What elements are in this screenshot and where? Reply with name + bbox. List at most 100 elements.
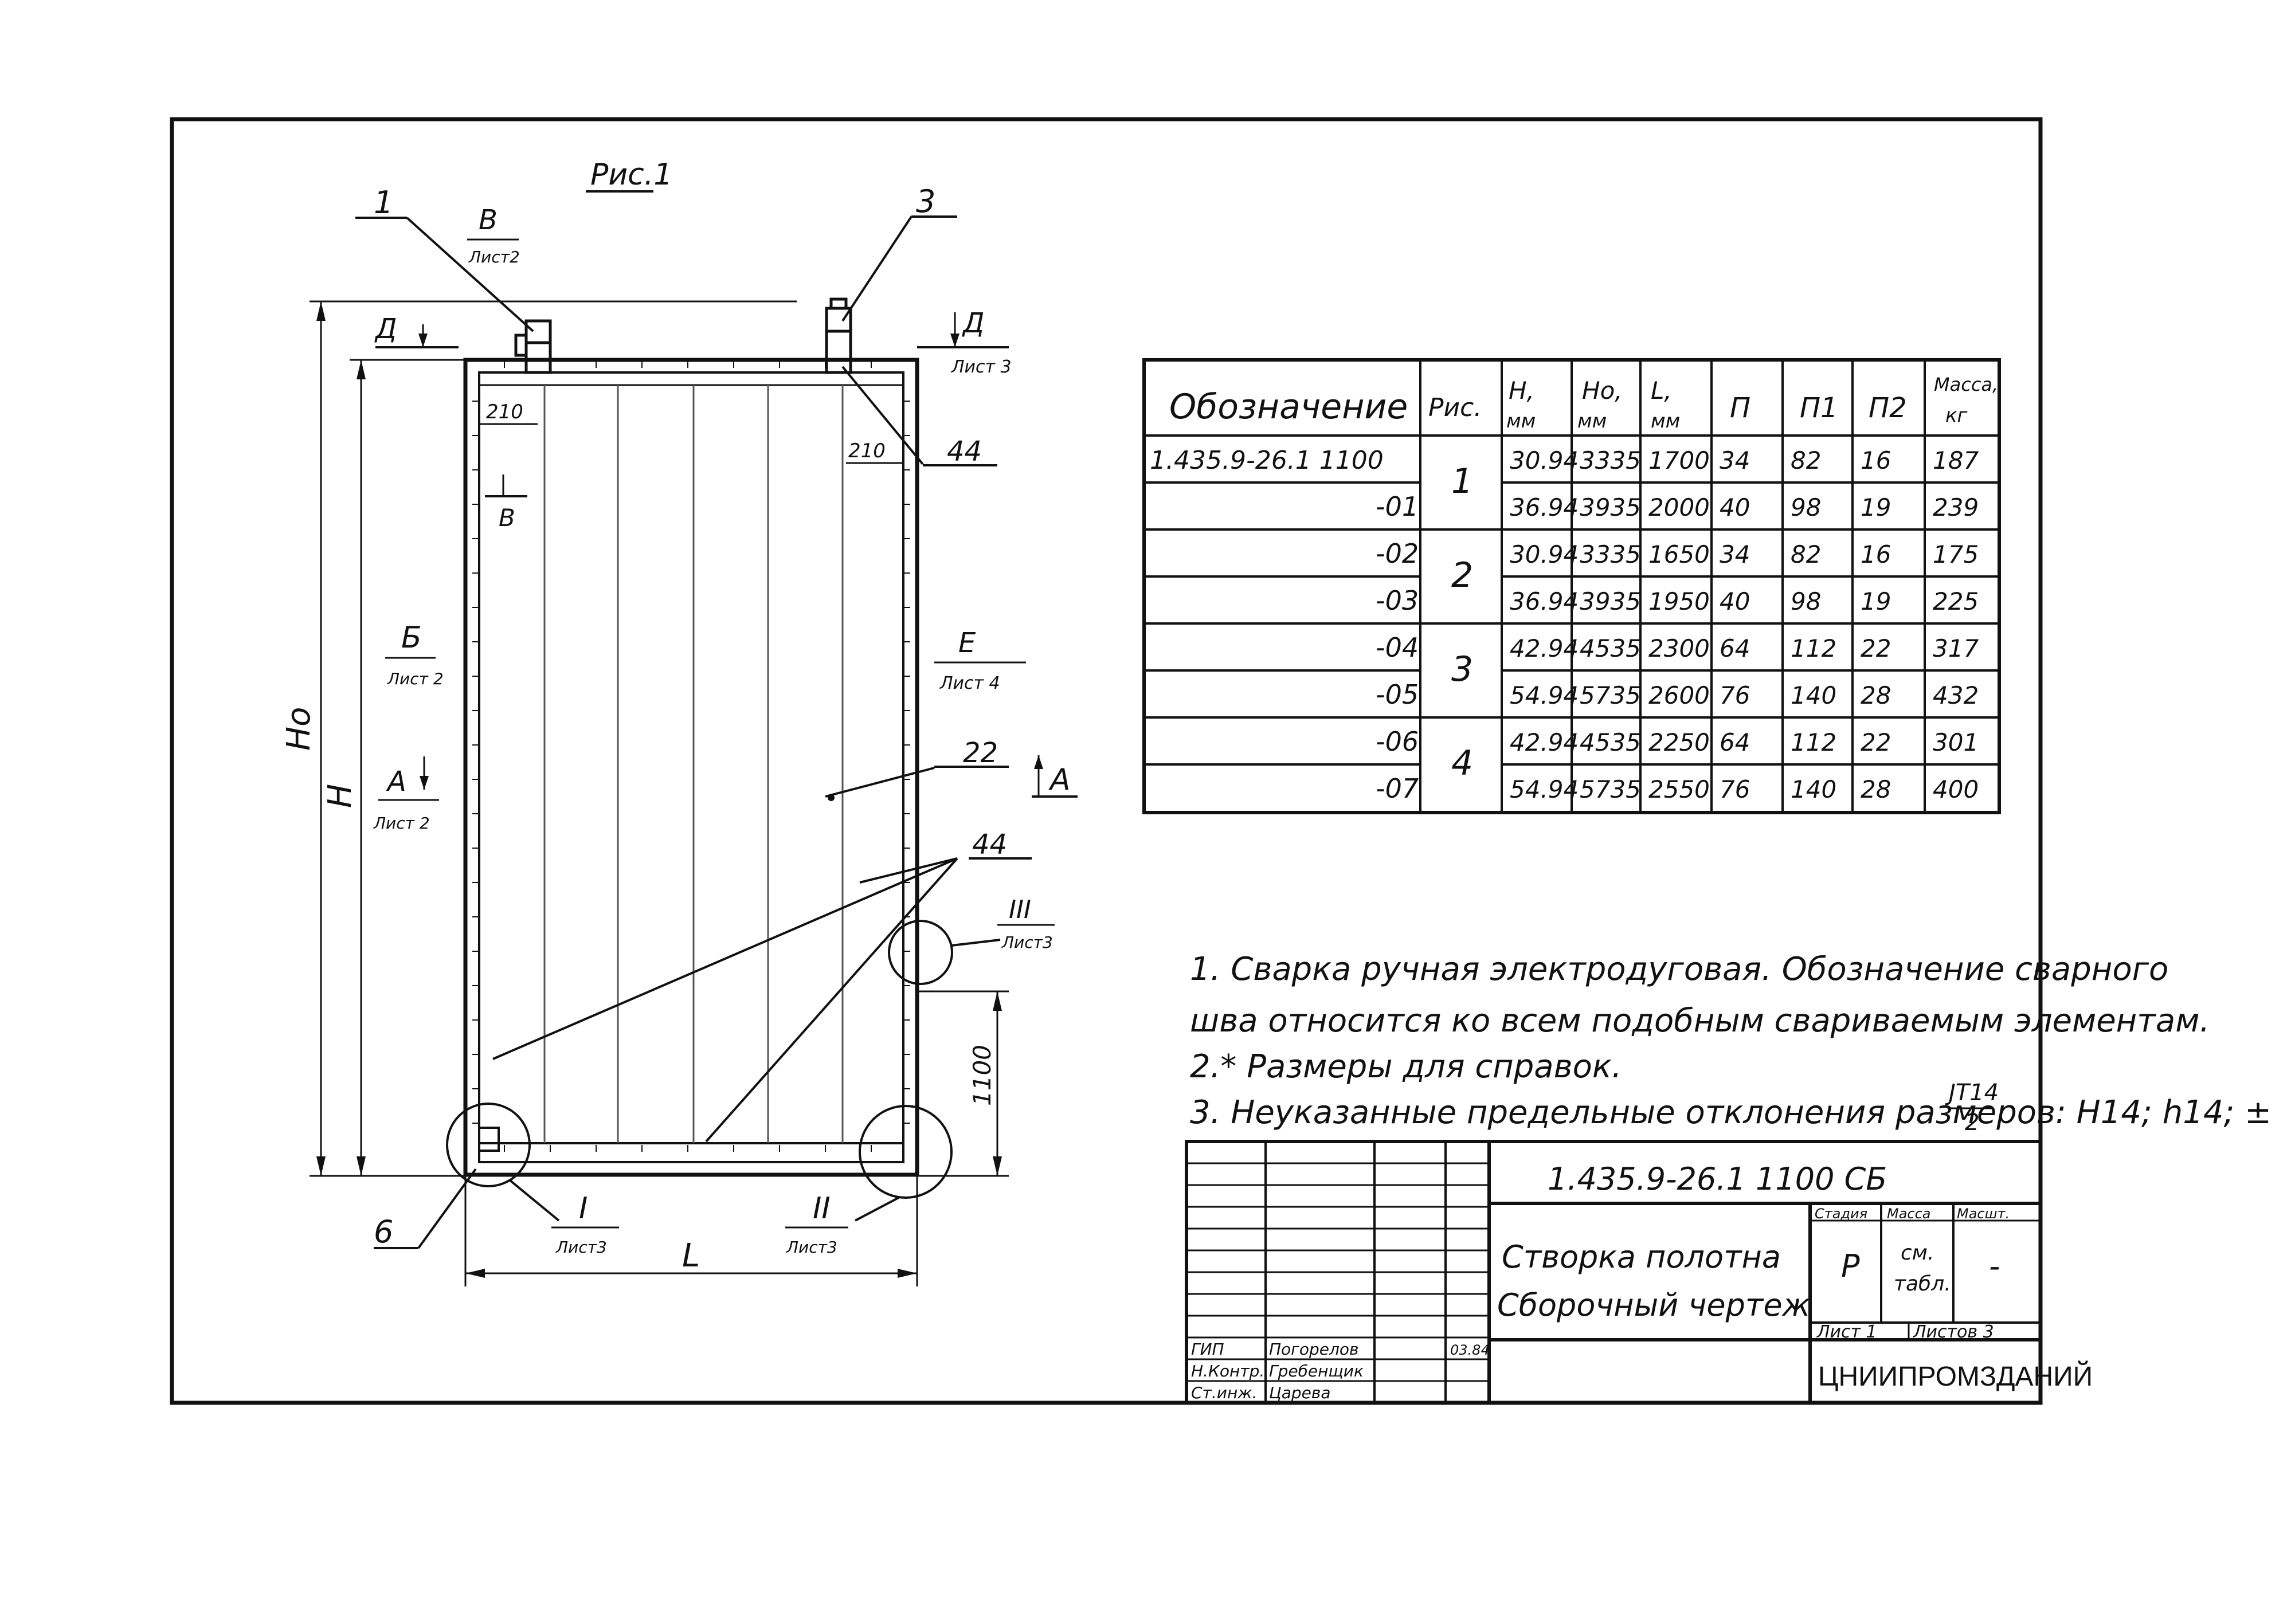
section-d-sheet: Лист 3 xyxy=(951,357,1012,377)
table-cell: 140 xyxy=(1791,775,1836,803)
th-h: Н, xyxy=(1509,376,1534,405)
section-b-letter: Б xyxy=(401,621,422,655)
th-designation: Обозначение xyxy=(1169,387,1408,427)
table-cell: 5735 xyxy=(1580,681,1641,709)
table-cell: 30.94 xyxy=(1510,540,1579,568)
th-stage: Стадия xyxy=(1815,1206,1867,1222)
table-cell-designation: -07 xyxy=(1376,773,1419,804)
dimension-arrows xyxy=(316,301,1002,1278)
table-cell: 140 xyxy=(1791,681,1836,709)
section-b-sheet: Лист 2 xyxy=(387,669,444,688)
callout-22: 22 xyxy=(963,737,998,769)
panel-stripes xyxy=(543,385,844,1143)
note-3-frac-den: 2 xyxy=(1965,1109,1979,1136)
table-cell: 98 xyxy=(1791,493,1821,521)
section-v-small: В xyxy=(499,504,515,532)
sheets-label: Листов 3 xyxy=(1913,1322,1994,1342)
figure-label: Рис.1 xyxy=(590,158,672,192)
detail-leaders xyxy=(509,939,1001,1222)
table-cell-designation: -06 xyxy=(1376,726,1419,757)
callout-1: 1 xyxy=(374,185,393,221)
table-cell: 98 xyxy=(1791,587,1821,615)
doc-code: 1.435.9-26.1 1100 СБ xyxy=(1548,1161,1887,1197)
th-h-unit: мм xyxy=(1506,410,1536,433)
dim-1100: 1100 xyxy=(968,1045,996,1106)
table-cell: 187 xyxy=(1933,446,1979,474)
title-block-text: 1.435.9-26.1 1100 СБ Створка полотна Сбо… xyxy=(1191,1161,2093,1402)
table-cell: 2550 xyxy=(1648,775,1710,803)
sign-name: Погорелов xyxy=(1269,1340,1359,1359)
hinge-left xyxy=(514,319,552,374)
th-ho: Но, xyxy=(1582,376,1623,405)
hinge-right xyxy=(825,297,852,374)
table-cell-designation: -03 xyxy=(1376,585,1419,616)
note-2: 2.* Размеры для справок. xyxy=(1190,1048,1622,1085)
table-cell: 16 xyxy=(1861,446,1891,474)
callout-44-mid: 44 xyxy=(972,829,1007,861)
table-cell: 36.94 xyxy=(1510,587,1579,615)
dim-h: Н xyxy=(322,784,359,808)
table-cell: 301 xyxy=(1933,728,1979,756)
table-cell: 3335 xyxy=(1580,540,1641,568)
sign-name: Гребенщик xyxy=(1269,1362,1364,1380)
scale-value: - xyxy=(1989,1248,2000,1284)
door-frame-inner xyxy=(478,371,904,1163)
section-a-right-letter: А xyxy=(1048,763,1071,797)
table-cell: 28 xyxy=(1861,681,1891,709)
table-cell-fig: 4 xyxy=(1451,743,1473,783)
dim-210-left: 210 xyxy=(486,401,523,423)
table-cell: 432 xyxy=(1933,681,1979,709)
note-3-frac-num: JT14 xyxy=(1945,1080,1999,1106)
table-cell: 36.94 xyxy=(1510,493,1579,521)
dim-210-right: 210 xyxy=(848,440,886,462)
section-markers: В Лист2 Д Д Лист 3 В Б Лист 2 А Лист 2 xyxy=(373,204,1078,1257)
sign-name: Царева xyxy=(1269,1383,1331,1402)
dim-ho: Но xyxy=(280,707,318,751)
table-cell: 239 xyxy=(1933,493,1979,521)
table-cell: 22 xyxy=(1861,728,1891,756)
sign-role: Ст.инж. xyxy=(1191,1383,1257,1402)
table-cell-designation: -02 xyxy=(1376,538,1419,569)
table-cell: 76 xyxy=(1720,775,1750,803)
rivet-marks xyxy=(472,360,910,1152)
th-n: П xyxy=(1730,392,1750,424)
table-cell-fig: 3 xyxy=(1451,649,1473,689)
detail-i-num: I xyxy=(579,1191,588,1226)
table-cell: 64 xyxy=(1720,634,1750,662)
table-cell: 1950 xyxy=(1648,587,1710,615)
table-cell: 3935 xyxy=(1580,493,1641,521)
th-mass-unit: кг xyxy=(1945,404,1968,427)
detail-iii-num: III xyxy=(1009,895,1031,924)
table-cell: 112 xyxy=(1791,634,1836,662)
table-cell: 34 xyxy=(1720,540,1750,568)
table-cell: 64 xyxy=(1720,728,1750,756)
note-1: 1. Сварка ручная электродуговая. Обознач… xyxy=(1190,951,2168,988)
section-d-left-letter: Д xyxy=(374,313,397,345)
detail-i-sheet: Лист3 xyxy=(555,1238,607,1257)
sheet-frame xyxy=(170,117,2043,1405)
spec-table: Обозначение Рис. Н, мм Но, мм L, мм П П1… xyxy=(1142,358,2001,814)
sign-role: ГИП xyxy=(1191,1340,1224,1359)
table-cell-fig: 2 xyxy=(1451,555,1473,595)
mass-value-2: табл. xyxy=(1894,1272,1951,1296)
mass-value-1: см. xyxy=(1901,1241,1934,1265)
section-e-letter: Е xyxy=(958,627,976,659)
section-v-letter: В xyxy=(479,204,498,236)
stage-value: Р xyxy=(1841,1248,1860,1284)
table-cell: 42.94 xyxy=(1510,634,1579,662)
callout-3: 3 xyxy=(916,183,935,219)
dim-l: L xyxy=(682,1237,700,1274)
organization: ЦНИИПРОМЗДАНИЙ xyxy=(1818,1360,2093,1392)
sign-role: Н.Контр. xyxy=(1191,1362,1264,1380)
doc-name-2: Сборочный чертеж xyxy=(1497,1287,1811,1323)
section-a-left-sheet: Лист 2 xyxy=(373,814,430,833)
th-ho-unit: мм xyxy=(1577,410,1607,433)
callout-6: 6 xyxy=(374,1214,393,1250)
title-block xyxy=(1185,1140,2042,1405)
th-l-unit: мм xyxy=(1651,410,1680,433)
table-cell: 19 xyxy=(1861,587,1891,615)
table-cell: 40 xyxy=(1720,587,1750,615)
table-cell: 76 xyxy=(1720,681,1750,709)
table-cell-designation: -01 xyxy=(1376,491,1419,522)
table-cell: 54.94 xyxy=(1510,775,1579,803)
